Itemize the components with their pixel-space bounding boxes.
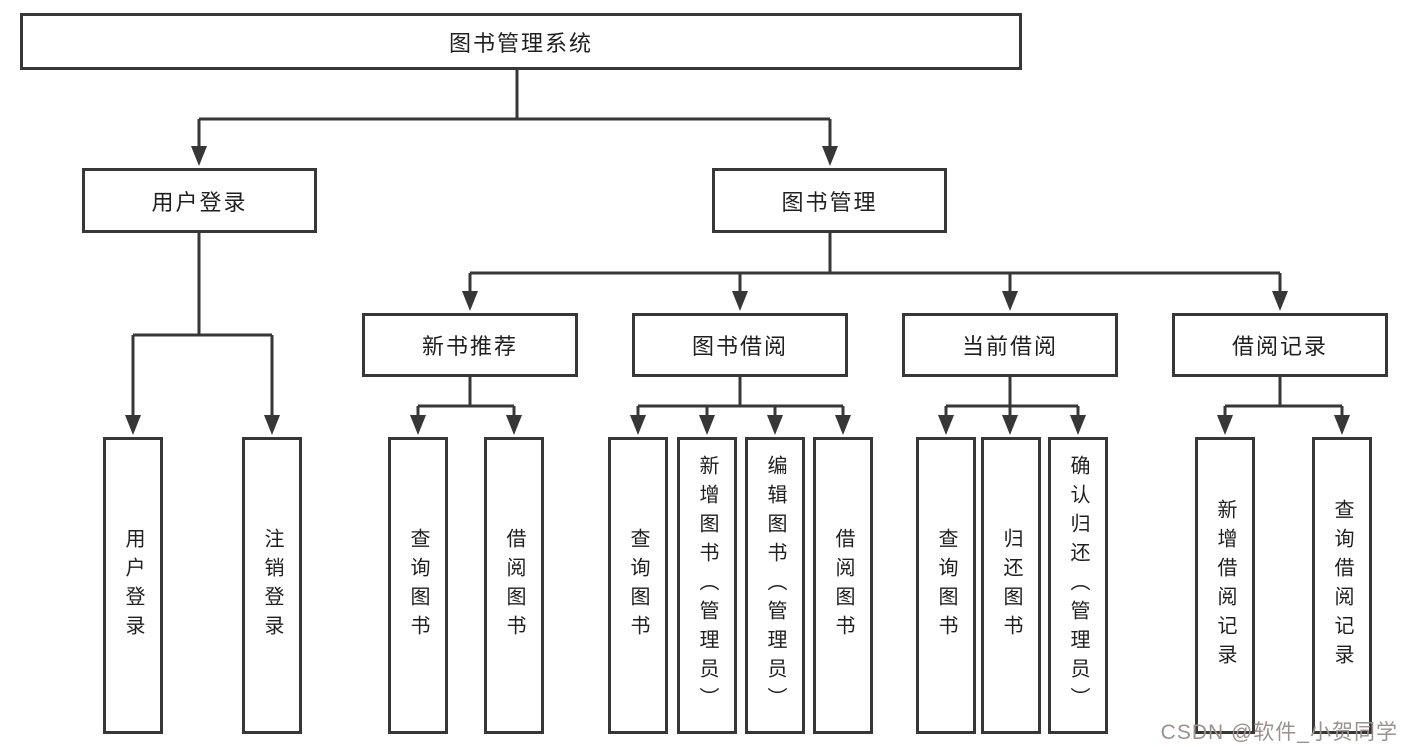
- leaf-label: 归还图书: [1000, 527, 1022, 644]
- leaf-current-return-books: 归还图书: [981, 437, 1041, 734]
- arrowhead: [1334, 415, 1350, 435]
- connector-mgmt: [468, 233, 1282, 293]
- leaf-label: 借阅图书: [503, 527, 525, 644]
- csdn-watermark: CSDN @软件_小贺同学: [1160, 721, 1398, 744]
- node-label: 图书借阅: [691, 334, 788, 359]
- arrowhead: [264, 415, 280, 435]
- leaf-current-confirm-return-admin: 确认归还（管理员）: [1048, 437, 1108, 734]
- leaf-label: 查询图书: [935, 527, 957, 644]
- leaf-borrow-query-books: 查询图书: [608, 437, 668, 734]
- leaf-borrow-borrow-books: 借阅图书: [813, 437, 873, 734]
- arrowhead: [125, 415, 141, 435]
- leaf-label: 查询图书: [407, 527, 429, 644]
- node-book-management: 图书管理: [712, 168, 947, 233]
- leaf-newbook-borrow-books: 借阅图书: [484, 437, 544, 734]
- node-user-login: 用户登录: [82, 168, 317, 233]
- leaf-current-query-books: 查询图书: [916, 437, 976, 734]
- arrowhead: [1217, 415, 1233, 435]
- node-label: 图书管理系统: [448, 30, 593, 56]
- node-label: 新书推荐: [421, 334, 518, 359]
- node-book-borrow: 图书借阅: [632, 313, 848, 377]
- arrowhead: [1070, 415, 1086, 435]
- node-borrow-records: 借阅记录: [1172, 313, 1388, 377]
- leaf-logout: 注销登录: [242, 437, 302, 734]
- leaf-label: 确认归还（管理员）: [1067, 455, 1089, 716]
- leaf-borrow-add-books-admin: 新增图书（管理员）: [677, 437, 737, 734]
- node-current-borrow: 当前借阅: [902, 313, 1118, 377]
- connector-records: [1223, 377, 1344, 418]
- leaf-user-login: 用户登录: [103, 437, 163, 734]
- connector-current: [944, 377, 1080, 418]
- arrowhead: [506, 415, 522, 435]
- node-library-system: 图书管理系统: [20, 13, 1022, 70]
- leaf-label: 查询图书: [627, 527, 649, 644]
- leaf-label: 新增图书（管理员）: [696, 455, 718, 716]
- leaf-label: 编辑图书（管理员）: [764, 455, 786, 716]
- arrowhead: [732, 291, 748, 311]
- arrowhead: [1002, 291, 1018, 311]
- arrowhead: [462, 291, 478, 311]
- leaf-newbook-query-books: 查询图书: [388, 437, 448, 734]
- arrowhead: [767, 415, 783, 435]
- leaf-label: 新增借阅记录: [1214, 498, 1236, 673]
- arrowhead: [1272, 291, 1288, 311]
- node-label: 当前借阅: [961, 334, 1058, 359]
- arrowhead: [835, 415, 851, 435]
- leaf-records-add-record: 新增借阅记录: [1195, 437, 1255, 734]
- arrowhead: [699, 415, 715, 435]
- connector-login: [131, 233, 274, 418]
- node-new-book-recommend: 新书推荐: [362, 313, 578, 377]
- leaf-label: 借阅图书: [832, 527, 854, 644]
- arrowhead: [191, 146, 207, 166]
- connector-root: [197, 70, 832, 149]
- arrowhead: [938, 415, 954, 435]
- arrowhead: [410, 415, 426, 435]
- leaf-label: 用户登录: [122, 527, 144, 644]
- node-label: 图书管理: [781, 189, 878, 215]
- leaf-records-query-record: 查询借阅记录: [1312, 437, 1372, 734]
- leaf-label: 注销登录: [261, 527, 283, 644]
- leaf-borrow-edit-books-admin: 编辑图书（管理员）: [745, 437, 805, 734]
- arrowhead: [1002, 415, 1018, 435]
- connector-newbook: [416, 377, 516, 418]
- node-label: 借阅记录: [1231, 334, 1328, 359]
- node-label: 用户登录: [151, 189, 248, 215]
- connector-borrow: [636, 377, 845, 418]
- arrowhead: [822, 146, 838, 166]
- leaf-label: 查询借阅记录: [1331, 498, 1353, 673]
- arrowhead: [630, 415, 646, 435]
